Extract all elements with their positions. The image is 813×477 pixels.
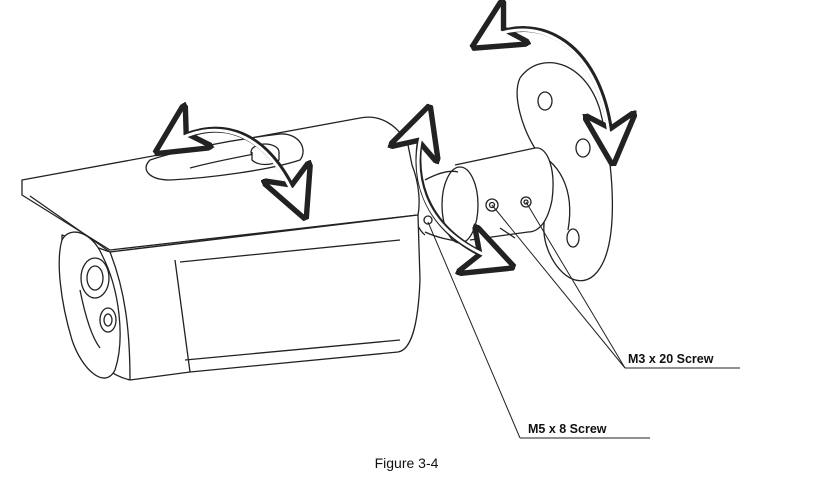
camera-installation-diagram <box>21 0 740 439</box>
m5-screw-label: M5 x 8 Screw <box>528 422 607 436</box>
m3-screw-label: M3 x 20 Screw <box>628 352 714 366</box>
camera-lens-front <box>58 231 121 379</box>
camera-body <box>61 214 421 381</box>
mount-bracket <box>412 147 554 244</box>
figure-caption: Figure 3-4 <box>374 455 439 471</box>
